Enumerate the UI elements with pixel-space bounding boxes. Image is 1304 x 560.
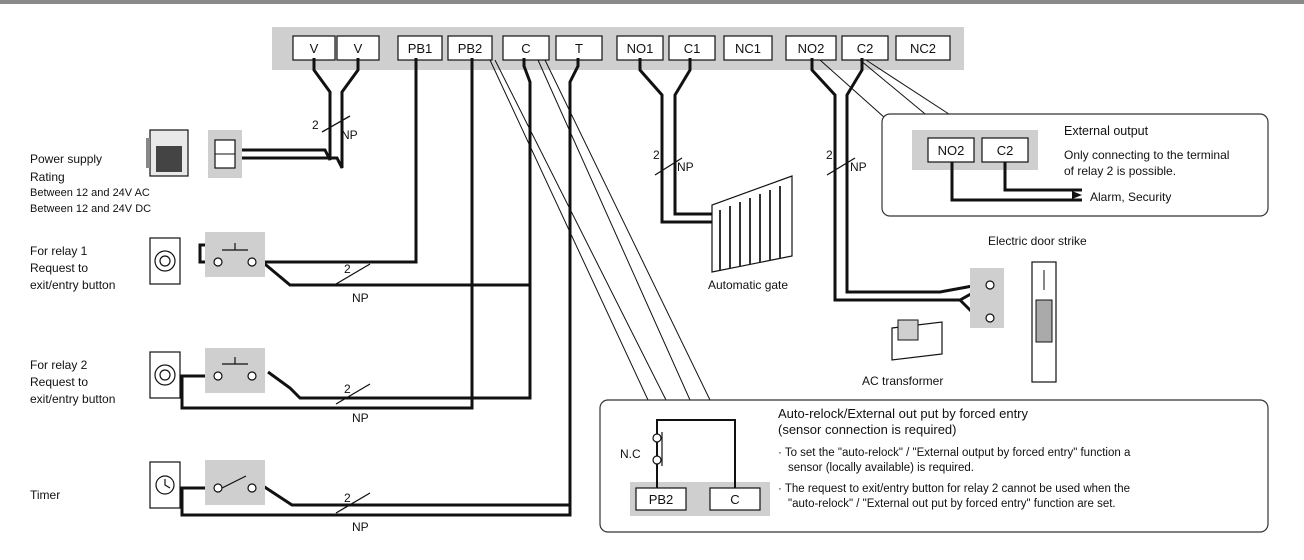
terminal-label-c: C: [521, 41, 530, 56]
terminal-label-pb2: PB2: [458, 41, 483, 56]
wire-marker-labels: 2 NP 2 NP 2 NP 2 NP 2 NP 2 NP: [312, 118, 867, 534]
wire-pb2: [180, 58, 474, 410]
terminal-box: [336, 35, 380, 61]
wire-timer-return: [259, 482, 570, 507]
relay2-line2: Request to: [30, 375, 89, 389]
wire-c2: [845, 58, 979, 294]
wire-pb1: [198, 58, 418, 264]
external-terminal-c2-label: C2: [997, 143, 1014, 158]
wire-type-label: NP: [850, 160, 867, 174]
terminal-box: [895, 35, 951, 61]
relay1-line1: For relay 1: [30, 244, 88, 258]
terminal-label-no1: NO1: [627, 41, 654, 56]
external-output-desc-1: Only connecting to the terminal: [1064, 148, 1230, 162]
auto-relock-note-2b: "auto-relock" / "External out put by for…: [788, 498, 1116, 510]
leader-lines: [489, 59, 956, 401]
external-terminal-no2-box: [927, 137, 975, 163]
terminal-box: [502, 35, 550, 61]
relay2-line1: For relay 2: [30, 358, 88, 372]
terminal-box: [292, 35, 336, 61]
auto-relock-title-1: Auto-relock/External out put by forced e…: [778, 406, 1029, 421]
relock-terminal-c-label: C: [730, 492, 739, 507]
wire-no1: [638, 58, 712, 224]
terminal-box: [555, 35, 603, 61]
auto-relock-note-1b: sensor (locally available) is required.: [788, 462, 974, 474]
relay1-button-device: [149, 232, 265, 285]
door-strike-label: Electric door strike: [988, 234, 1087, 248]
auto-relock-note-2a: · The request to exit/entry button for r…: [778, 483, 1131, 495]
terminal-label-c2: C2: [857, 41, 874, 56]
terminal-label-v: V: [354, 41, 363, 56]
external-output-title: External output: [1064, 124, 1149, 138]
relay1-line2: Request to: [30, 261, 89, 275]
terminal-box: [447, 35, 493, 61]
relay2-button-device: [149, 348, 265, 399]
terminal-label-no2: NO2: [798, 41, 825, 56]
automatic-gate-label: Automatic gate: [708, 278, 789, 292]
terminal-label-c1: C1: [684, 41, 701, 56]
relock-terminal-pb2-label: PB2: [649, 492, 674, 507]
wire-count-label: 2: [826, 148, 833, 162]
power-rating-label: Rating: [30, 170, 65, 184]
external-terminal-c2-box: [981, 137, 1029, 163]
wire-timer: [180, 58, 580, 517]
wire-count-label: 2: [653, 148, 660, 162]
wire-count-label: 2: [344, 382, 351, 396]
external-output-desc-2: of relay 2 is possible.: [1064, 164, 1177, 178]
wire-type-label: NP: [677, 160, 694, 174]
automatic-gate-image: [711, 175, 793, 273]
terminal-box: [668, 35, 716, 61]
external-terminal-no2-label: NO2: [938, 143, 965, 158]
terminal-box: [841, 35, 889, 61]
terminal-label-v: V: [310, 41, 319, 56]
wire-type-label: NP: [352, 291, 369, 305]
wire-power-a: [240, 58, 332, 161]
terminal-label-t: T: [575, 41, 583, 56]
wire-type-label: NP: [352, 411, 369, 425]
wire-count-label: 2: [344, 491, 351, 505]
terminal-group: V V PB1 PB2 C T NO1 C1 NC1 NO2 C2 NC2: [292, 35, 951, 61]
wire-no2: [810, 58, 979, 302]
wires: [180, 58, 980, 517]
wire-markers: [321, 115, 856, 514]
wire-relay1-return: [259, 258, 530, 287]
ac-transformer-label: AC transformer: [862, 374, 944, 388]
terminal-box: [785, 35, 837, 61]
terminal-label-nc2: NC2: [910, 41, 936, 56]
terminal-box: [397, 35, 443, 61]
terminal-label-pb1: PB1: [408, 41, 433, 56]
wire-c1: [673, 58, 712, 216]
wire-common: [267, 58, 532, 400]
auto-relock-note-1a: · To set the "auto-relock" / "External o…: [778, 447, 1131, 459]
timer-device: [149, 460, 265, 509]
ac-transformer-image: [891, 319, 943, 361]
door-strike-image: [970, 261, 1057, 383]
auto-relock-title-2: (sensor connection is required): [778, 422, 957, 437]
external-output-target: Alarm, Security: [1090, 190, 1172, 204]
power-supply-title: Power supply: [30, 152, 103, 166]
timer-label: Timer: [30, 488, 61, 502]
wire-power-b: [240, 58, 360, 169]
nc-label: N.C: [620, 447, 641, 461]
terminal-label-nc1: NC1: [735, 41, 761, 56]
wire-count-label: 2: [312, 118, 319, 132]
wire-type-label: NP: [341, 128, 358, 142]
relay1-line3: exit/entry button: [30, 278, 116, 292]
relock-terminal-pb2-box: [635, 487, 687, 511]
wire-type-label: NP: [352, 520, 369, 534]
wire-count-label: 2: [344, 262, 351, 276]
power-rating-ac: Between 12 and 24V AC: [30, 187, 150, 199]
relock-terminal-c-box: [709, 487, 761, 511]
top-rule: [0, 0, 1304, 4]
relay2-line3: exit/entry button: [30, 392, 116, 406]
terminal-box: [723, 35, 773, 61]
power-supply-unit: [146, 129, 242, 178]
power-rating-dc: Between 12 and 24V DC: [30, 203, 152, 215]
